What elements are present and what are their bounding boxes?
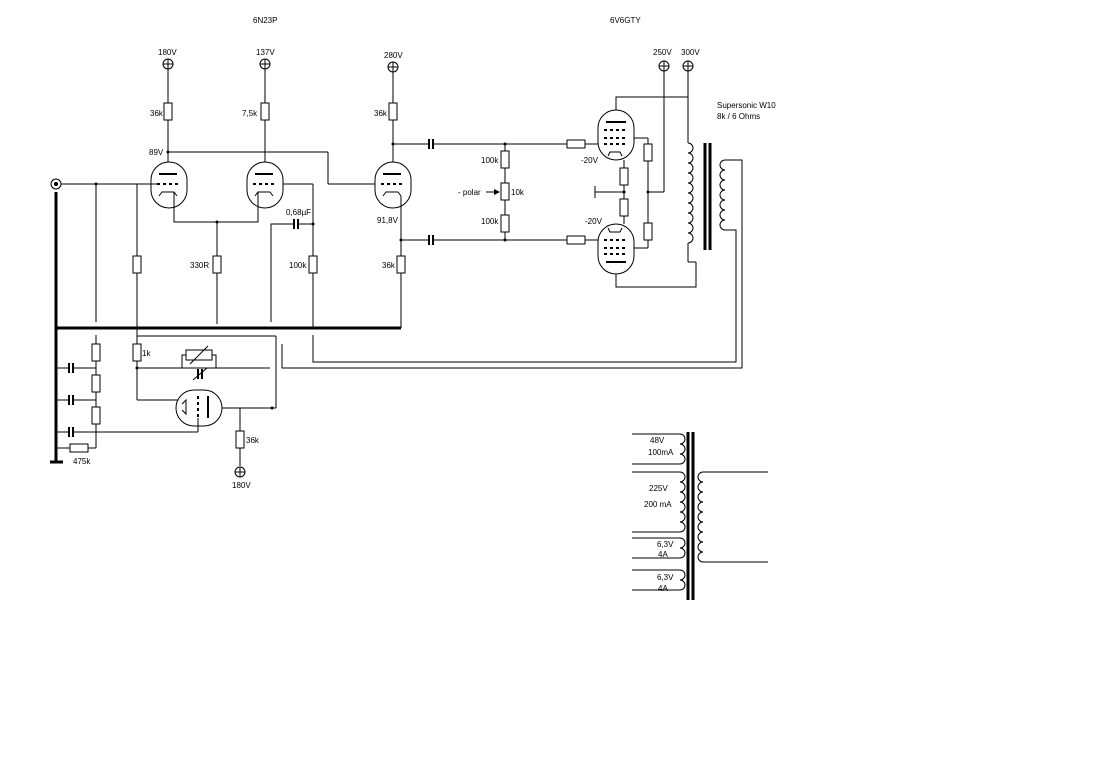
r100k-a-label: 100k xyxy=(289,261,307,270)
feedback-network: 1k 36k 180V xyxy=(132,328,277,490)
supply-180v-top: 180V xyxy=(158,48,177,103)
tube-v1b xyxy=(246,161,313,209)
output-bias-network xyxy=(594,88,665,248)
w4-current: 4A xyxy=(658,584,668,593)
w1-current: 100mA xyxy=(648,448,674,457)
supply-280v: 280V xyxy=(384,51,403,103)
r36k-4-label: 36k xyxy=(246,436,260,445)
bias-upper-label: -20V xyxy=(581,156,599,165)
supply-300v-label: 300V xyxy=(681,48,700,57)
supply-137v-label: 137V xyxy=(256,48,275,57)
r36k-3-label: 36k xyxy=(382,261,396,270)
ot-ratio-label: 8k / 6 Ohms xyxy=(717,112,760,121)
tube-v2 xyxy=(374,161,412,212)
output-tube-label: 6V6GTY xyxy=(610,16,641,25)
cathode3-voltage: 91,8V xyxy=(377,216,399,225)
supply-250v: 250V xyxy=(653,48,672,88)
coupling-network: 100k 10k - polar 100k -20V -20V xyxy=(428,139,603,245)
supply-180v-top-label: 180V xyxy=(158,48,177,57)
supply-250v-label: 250V xyxy=(653,48,672,57)
w2-current: 200 mA xyxy=(644,500,672,509)
supply-180v-bottom-label: 180V xyxy=(232,481,251,490)
r1k-label: 1k xyxy=(142,349,151,358)
w3-current: 4A xyxy=(658,550,668,559)
supply-300v: 300V xyxy=(681,48,700,97)
tube-v1a xyxy=(138,161,188,209)
ot-name-label: Supersonic W10 xyxy=(717,101,776,110)
pot10k-label: 10k xyxy=(511,188,525,197)
plate1-voltage: 89V xyxy=(149,148,164,157)
ground-rails xyxy=(50,192,401,464)
bias-lower-label: -20V xyxy=(585,217,603,226)
grid-network: 100k 0,68µF xyxy=(270,184,318,328)
power-transformer: 48V 100mA 225V 200 mA 6,3V 4A 6,3V 4A xyxy=(632,432,768,600)
tube-output-upper xyxy=(597,96,688,168)
r7k5-label: 7,5k xyxy=(242,109,258,118)
tube-output-lower xyxy=(597,216,697,288)
w1-voltage: 48V xyxy=(650,436,665,445)
stage3-network: 91,8V 36k xyxy=(377,142,428,328)
cathode-network: 330R xyxy=(132,184,259,328)
output-transformer: Supersonic W10 8k / 6 Ohms xyxy=(281,97,776,369)
input-jack xyxy=(50,178,138,322)
r330-label: 330R xyxy=(190,261,209,270)
driver-tube-label: 6N23P xyxy=(253,16,277,25)
r36k-1-label: 36k xyxy=(150,109,164,118)
supply-137v: 137V xyxy=(256,48,275,103)
w2-voltage: 225V xyxy=(649,484,668,493)
r100k-b-label: 100k xyxy=(481,156,499,165)
plate-resistors: 36k 7,5k 36k xyxy=(150,102,398,162)
r100k-c-label: 100k xyxy=(481,217,499,226)
supply-280v-label: 280V xyxy=(384,51,403,60)
w4-voltage: 6,3V xyxy=(657,573,674,582)
polar-label: - polar xyxy=(458,188,481,197)
divider-ladder: 475k xyxy=(56,335,198,466)
r36k-2-label: 36k xyxy=(374,109,388,118)
c068-label: 0,68µF xyxy=(286,208,311,217)
w3-voltage: 6,3V xyxy=(657,540,674,549)
r475k-label: 475k xyxy=(73,457,91,466)
